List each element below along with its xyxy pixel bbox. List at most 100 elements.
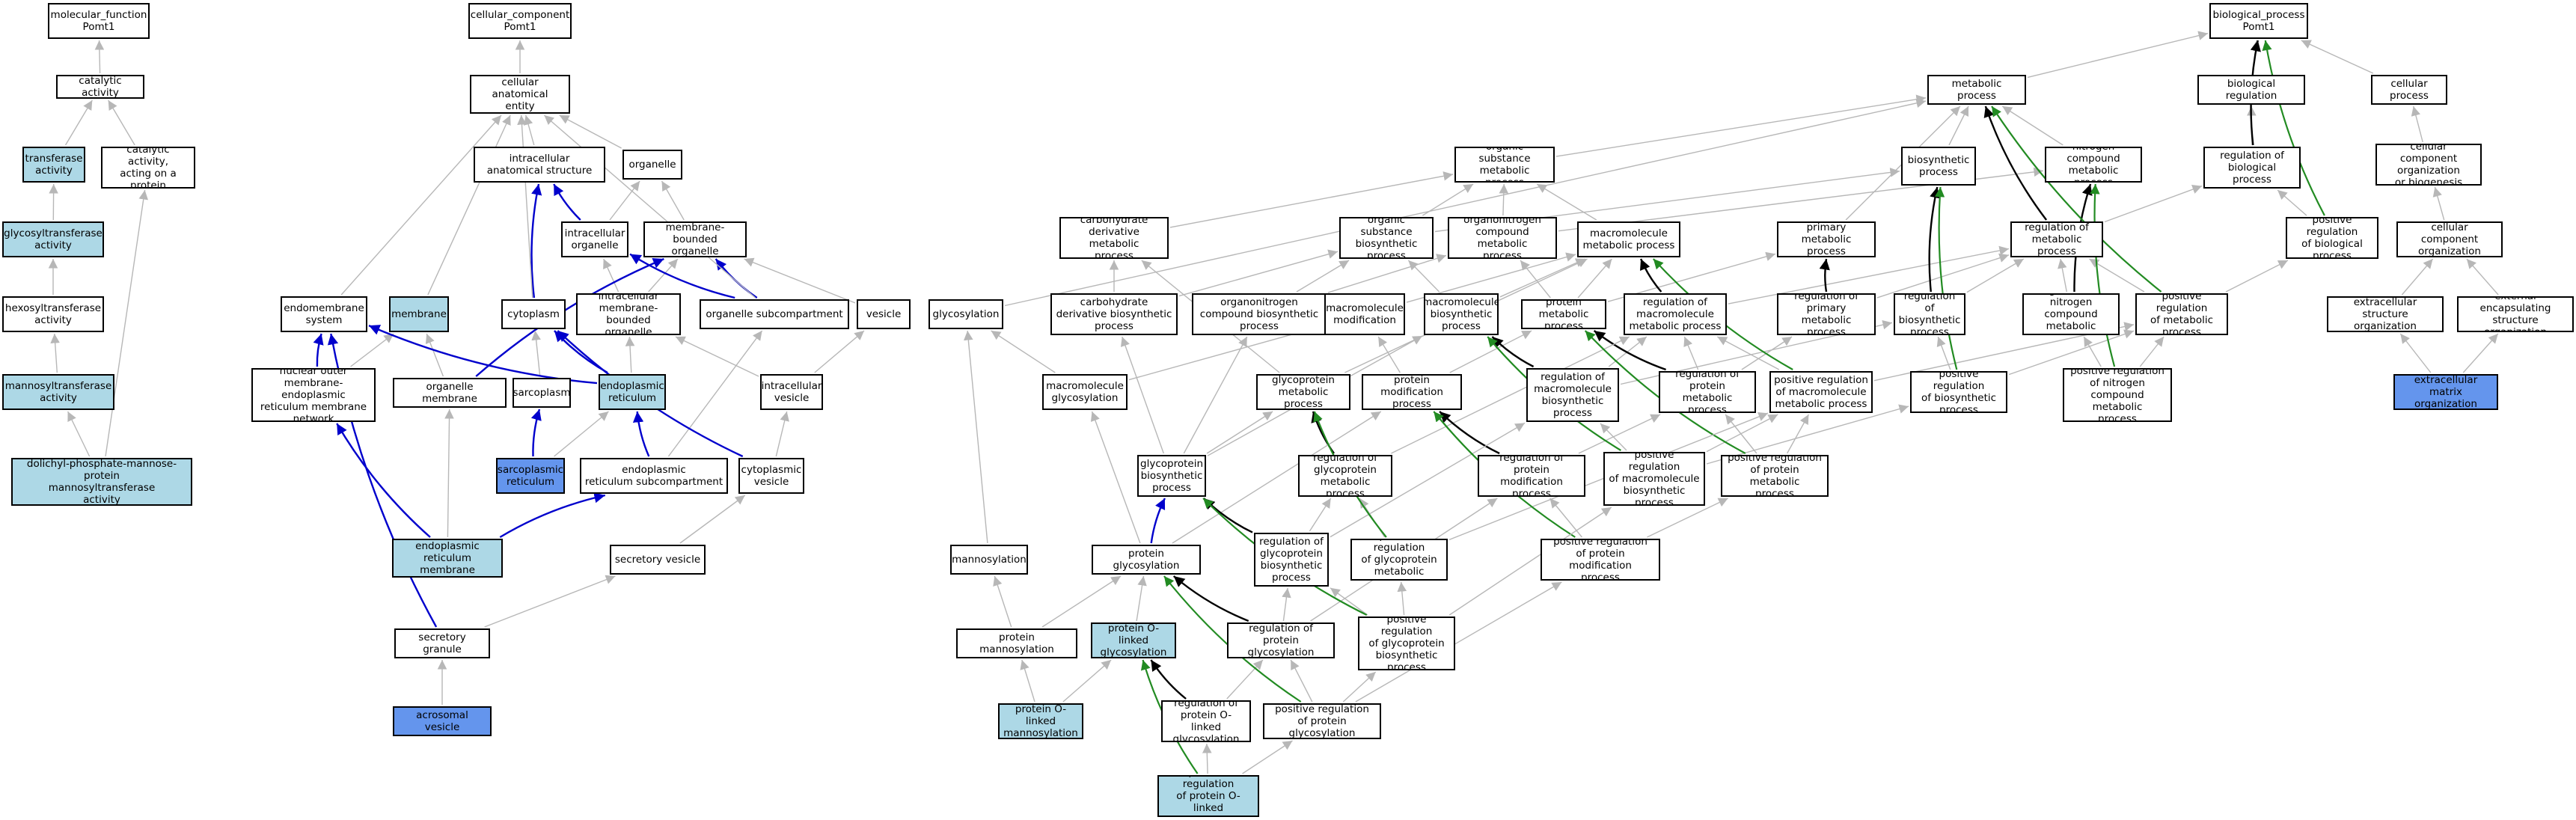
go-term-intracellular-vesicle[interactable]: intracellular vesicle	[760, 374, 823, 410]
go-term-pos-reg-protein-metabolic[interactable]: positive regulation of protein metabolic…	[1721, 455, 1829, 497]
go-term-pos-reg-metabolic[interactable]: positive regulation of metabolic process	[2135, 293, 2228, 335]
go-term-pos-reg-protein-o-linked[interactable]: positive regulation of protein O-linked …	[1157, 775, 1259, 817]
go-term-catalytic-protein[interactable]: catalytic activity, acting on a protein	[101, 147, 195, 189]
go-term-cytoplasm[interactable]: cytoplasm	[501, 299, 566, 329]
go-term-ccob[interactable]: cellular component organization or bioge…	[2375, 144, 2482, 186]
go-term-metabolic[interactable]: metabolic process	[1927, 75, 2026, 105]
go-term-oncmp[interactable]: organonitrogen compound metabolic proces…	[1448, 217, 1557, 259]
go-term-protein-o-linked-glycosylation[interactable]: protein O-linked glycosylation	[1091, 622, 1176, 658]
go-term-macromolecule-glycosylation[interactable]: macromolecule glycosylation	[1042, 374, 1128, 410]
go-term-reg-mmp[interactable]: regulation of macromolecule metabolic pr…	[1624, 293, 1727, 335]
go-term-protein-o-linked-mannosylation[interactable]: protein O-linked mannosylation	[998, 703, 1083, 739]
go-term-cytoplasmic-vesicle[interactable]: cytoplasmic vesicle	[738, 458, 804, 494]
edge-is-a	[2225, 260, 2289, 293]
go-term-reg-protein-modification[interactable]: regulation of protein modification proce…	[1478, 455, 1585, 497]
go-term-reg-glycoprotein-metabolic[interactable]: regulation of glycoprotein metabolic pro…	[1298, 455, 1392, 497]
go-term-hexosyltransferase[interactable]: hexosyltransferase activity	[2, 296, 104, 332]
go-term-nuclear-outer[interactable]: nuclear outer membrane-endoplasmic retic…	[251, 368, 376, 422]
go-term-mf-root[interactable]: molecular_function Pomt1	[48, 3, 150, 39]
go-term-bp-root[interactable]: biological_process Pomt1	[2209, 3, 2308, 39]
go-term-dolichyl[interactable]: dolichyl-phosphate-mannose-protein manno…	[11, 458, 192, 506]
go-term-glycosylation[interactable]: glycosylation	[928, 299, 1003, 329]
edge-is-a	[993, 575, 1012, 628]
go-term-pmp[interactable]: protein metabolic process	[1521, 299, 1606, 329]
go-term-extracellular-matrix[interactable]: extracellular matrix organization	[2393, 374, 2498, 410]
go-term-reg-biosynthetic[interactable]: regulation of biosynthetic process	[1894, 293, 1965, 335]
go-term-organelle-membrane[interactable]: organelle membrane	[393, 378, 507, 408]
go-term-protein-modification[interactable]: protein modification process	[1362, 374, 1462, 410]
go-term-er-subcompartment[interactable]: endoplasmic reticulum subcompartment	[580, 458, 728, 494]
go-term-protein-mannosylation[interactable]: protein mannosylation	[956, 628, 1077, 658]
go-term-reg-pmp-primary[interactable]: regulation of primary metabolic process	[1777, 293, 1876, 335]
go-term-catalytic[interactable]: catalytic activity	[56, 75, 144, 99]
edge-is-a	[1296, 260, 1350, 293]
go-term-glycosyltransferase[interactable]: glycosyltransferase activity	[2, 221, 104, 257]
go-term-oncbp[interactable]: organonitrogen compound biosynthetic pro…	[1192, 293, 1327, 335]
go-term-mannosyltransferase[interactable]: mannosyltransferase activity	[2, 374, 114, 410]
go-term-secretory-vesicle[interactable]: secretory vesicle	[610, 545, 706, 575]
go-term-glycoprotein-metabolic[interactable]: glycoprotein metabolic process	[1256, 374, 1350, 410]
go-term-organelle-subcompartment[interactable]: organelle subcompartment	[700, 299, 849, 329]
go-term-cco[interactable]: cellular component organization	[2396, 221, 2503, 257]
go-term-mbo[interactable]: membrane-bounded organelle	[643, 221, 747, 257]
go-term-cdbp[interactable]: carbohydrate derivative biosynthetic pro…	[1050, 293, 1178, 335]
go-term-acrosomal[interactable]: acrosomal vesicle	[393, 706, 492, 736]
go-term-reg-metabolic[interactable]: regulation of metabolic process	[2010, 221, 2103, 257]
go-term-cdmp[interactable]: carbohydrate derivative metabolic proces…	[1059, 217, 1169, 259]
go-term-ias[interactable]: intracellular anatomical structure	[474, 147, 605, 183]
go-term-mannosylation[interactable]: mannosylation	[950, 545, 1028, 575]
go-term-pos-reg-ncmp[interactable]: positive regulation of nitrogen compound…	[2063, 368, 2172, 422]
edge-is-a	[1390, 336, 1630, 454]
edge-is-a	[1706, 414, 1778, 453]
go-term-reg-protein-glycosylation[interactable]: regulation of protein glycosylation	[1227, 622, 1335, 658]
edge-is-a	[661, 180, 685, 221]
go-term-reg-mbp[interactable]: regulation of macromolecule biosynthetic…	[1526, 368, 1619, 422]
go-term-glycoprotein-biosynthetic[interactable]: glycoprotein biosynthetic process	[1137, 455, 1206, 497]
go-term-reg-ncmp[interactable]: regulation of nitrogen compound metaboli…	[2022, 293, 2120, 335]
edge-is-a	[1647, 498, 1728, 538]
go-term-membrane[interactable]: membrane	[389, 296, 449, 332]
go-term-er-membrane[interactable]: endoplasmic reticulum membrane	[392, 539, 503, 578]
go-term-pos-reg-bp[interactable]: positive regulation of biological proces…	[2286, 217, 2378, 259]
go-term-reg-protein-metabolic[interactable]: regulation of protein metabolic process	[1659, 371, 1756, 413]
go-term-intracellular-organelle[interactable]: intracellular organelle	[561, 221, 628, 257]
go-term-mmp[interactable]: macromolecule metabolic process	[1577, 221, 1680, 257]
go-term-secretory-granule[interactable]: secretory granule	[394, 628, 490, 658]
edge-is-a	[444, 409, 454, 538]
go-term-macromolecule-modification[interactable]: macromolecule modification	[1324, 293, 1405, 335]
go-term-mbp[interactable]: macromolecule biosynthetic process	[1424, 293, 1499, 335]
go-term-cae[interactable]: cellular anatomical entity	[470, 75, 570, 114]
go-term-reg-bp[interactable]: regulation of biological process	[2203, 147, 2301, 189]
go-term-pos-reg-mmp[interactable]: positive regulation of macromolecule met…	[1769, 371, 1873, 413]
edge-is-a	[1549, 498, 1582, 538]
go-term-pos-reg-protein-modification[interactable]: positive regulation of protein modificat…	[1541, 539, 1660, 581]
go-term-protein-glycosylation[interactable]: protein glycosylation	[1092, 545, 1201, 575]
go-term-organelle[interactable]: organelle	[622, 150, 682, 180]
go-term-reg-glycoprotein-biosynthetic[interactable]: regulation of glycoprotein biosynthetic …	[1254, 533, 1329, 587]
go-term-imbo[interactable]: intracellular membrane-bounded organelle	[576, 293, 681, 335]
go-term-pos-reg-biosynthetic[interactable]: positive regulation of biosynthetic proc…	[1910, 371, 2007, 413]
go-term-cc-root[interactable]: cellular_component Pomt1	[468, 3, 572, 39]
go-term-reg-protein-o-linked[interactable]: regulation of protein O-linked glycosyla…	[1161, 700, 1251, 742]
go-term-pos-reg-glycoprotein-metabolic[interactable]: positive regulation of glycoprotein meta…	[1350, 539, 1448, 581]
go-term-cellular-process[interactable]: cellular process	[2371, 75, 2447, 105]
go-term-osmp[interactable]: organic substance metabolic process	[1454, 147, 1555, 183]
go-term-sarcoplasm[interactable]: sarcoplasm	[513, 378, 571, 408]
go-term-pos-reg-mbp[interactable]: positive regulation of macromolecule bio…	[1603, 452, 1705, 506]
go-term-transferase[interactable]: transferase activity	[22, 147, 85, 183]
go-term-sr[interactable]: sarcoplasmic reticulum	[496, 458, 565, 494]
go-term-ncmp[interactable]: nitrogen compound metabolic process	[2045, 147, 2142, 183]
go-term-biosynthetic[interactable]: biosynthetic process	[1901, 147, 1976, 186]
go-term-pos-reg-glycoprotein-biosynthetic[interactable]: positive regulation of glycoprotein bios…	[1358, 616, 1455, 670]
go-term-external-encapsulating[interactable]: external encapsulating structure organiz…	[2457, 296, 2574, 332]
go-term-er[interactable]: endoplasmic reticulum	[599, 374, 666, 410]
go-term-vesicle[interactable]: vesicle	[857, 299, 911, 329]
go-term-osbp[interactable]: organic substance biosynthetic process	[1339, 217, 1434, 259]
edge-is-a	[1555, 94, 1927, 157]
go-term-pos-reg-protein-glycosylation[interactable]: positive regulation of protein glycosyla…	[1263, 703, 1381, 739]
go-term-endomembrane[interactable]: endomembrane system	[281, 296, 367, 332]
go-term-extracellular-structure[interactable]: extracellular structure organization	[2327, 296, 2444, 332]
go-term-primary-metabolic[interactable]: primary metabolic process	[1777, 221, 1876, 257]
go-term-biological-regulation[interactable]: biological regulation	[2197, 75, 2305, 105]
edge-part-of	[632, 411, 650, 457]
